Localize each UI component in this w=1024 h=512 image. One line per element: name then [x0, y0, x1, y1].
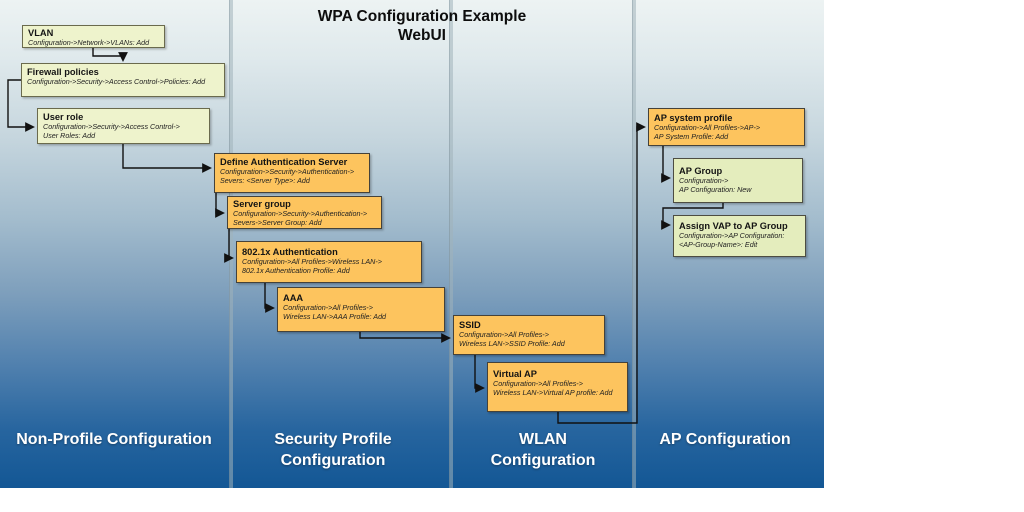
connector-layer	[7, 48, 724, 424]
connector-ssid-virtualap	[474, 355, 485, 393]
connector-firewall-userrole	[7, 79, 35, 132]
node-auth-server-title: Define Authentication Server	[220, 157, 348, 167]
diagram-title-line1: WPA Configuration Example	[317, 8, 527, 25]
node-auth-server-path1: Configuration->Security->Authentication-…	[220, 167, 355, 176]
node-ap-system-path1: Configuration->All Profiles->AP->	[654, 123, 761, 132]
node-server-group-path1: Configuration->Security->Authentication-…	[233, 209, 368, 218]
connector-apgroup-assignvap	[661, 203, 724, 230]
connector-authserver-servergroup	[215, 193, 225, 218]
node-assign-vap-path1: Configuration->AP Configuration:	[679, 231, 785, 240]
connector-aaa-ssid	[359, 332, 451, 343]
node-ap-system-path2: AP System Profile: Add	[654, 131, 729, 141]
node-vlan-path: Configuration->Network->VLANs: Add	[28, 38, 150, 47]
connector-8021x-aaa	[264, 283, 275, 313]
column-label-ap-configuration: AP Configuration	[659, 431, 791, 448]
node-server-group-path2: Severs->Server Group: Add	[233, 217, 322, 227]
node-user-role-path1: Configuration->Security->Access Control-…	[43, 122, 180, 131]
node-virtual-ap-title: Virtual AP	[493, 369, 537, 379]
node-assign-vap-title: Assign VAP to AP Group	[679, 221, 788, 231]
node-ap-group-path1: Configuration->	[679, 176, 729, 185]
node-firewall-title: Firewall policies	[27, 67, 99, 77]
column-label-security-profile-configuration: Security Profile Configuration	[274, 431, 392, 469]
node-ssid-path1: Configuration->All Profiles->	[459, 330, 549, 339]
connector-virtualap-apsystem	[557, 122, 646, 424]
connector-userrole-authserver	[122, 144, 212, 173]
node-8021x-path2: 802.1x Authentication Profile: Add	[242, 265, 350, 275]
node-user-role-title: User role	[43, 112, 84, 122]
node-ap-group-title: AP Group	[679, 166, 723, 176]
node-user-role-path2: User Roles: Add	[43, 130, 96, 140]
node-aaa-path1: Configuration->All Profiles->	[283, 303, 373, 312]
connector-vlan-firewall	[92, 48, 128, 62]
node-virtual-ap: Virtual AP Configuration->All Profiles->…	[487, 362, 628, 412]
diagram-title-line2: WebUI	[398, 27, 446, 44]
node-ap-system-profile: AP system profile Configuration->All Pro…	[648, 108, 805, 146]
connector-apsystem-apgroup	[661, 146, 671, 183]
node-assign-vap-path2: <AP-Group-Name>: Edit	[679, 239, 758, 249]
node-ssid-title: SSID	[459, 320, 481, 330]
node-vlan: VLAN Configuration->Network->VLANs: Add	[22, 25, 165, 48]
connector-servergroup-8021x	[224, 229, 234, 263]
node-aaa-path2: Wireless LAN->AAA Profile: Add	[283, 311, 387, 321]
node-virtual-ap-path1: Configuration->All Profiles->	[493, 379, 583, 388]
node-8021x-path1: Configuration->All Profiles->Wireless LA…	[242, 257, 382, 266]
column-label-wlan-configuration: WLAN Configuration	[490, 431, 596, 469]
diagram-canvas: WPA Configuration Example WebUI VLAN Con…	[0, 0, 824, 488]
node-aaa-title: AAA	[283, 293, 304, 303]
node-auth-server: Define Authentication Server Configurati…	[214, 153, 370, 193]
node-assign-vap-to-ap-group: Assign VAP to AP Group Configuration->AP…	[673, 215, 806, 257]
node-ssid-path2: Wireless LAN->SSID Profile: Add	[459, 338, 565, 348]
column-divider-3	[632, 0, 636, 488]
node-auth-server-path2: Severs: <Server Type>: Add	[220, 175, 310, 185]
node-8021x-authentication: 802.1x Authentication Configuration->All…	[236, 241, 422, 283]
node-ap-system-title: AP system profile	[654, 113, 733, 123]
column-label-non-profile-configuration: Non-Profile Configuration	[16, 431, 212, 448]
node-aaa: AAA Configuration->All Profiles-> Wirele…	[277, 287, 445, 332]
node-firewall-path: Configuration->Security->Access Control-…	[27, 77, 206, 86]
node-ap-group: AP Group Configuration-> AP Configuratio…	[673, 158, 803, 203]
node-ap-group-path2: AP Configuration: New	[679, 184, 752, 194]
node-vlan-title: VLAN	[28, 28, 54, 38]
node-user-role: User role Configuration->Security->Acces…	[37, 108, 210, 144]
node-8021x-title: 802.1x Authentication	[242, 247, 338, 257]
diagram-title: WPA Configuration Example WebUI	[222, 7, 622, 45]
node-virtual-ap-path2: Wireless LAN->Virtual AP profile: Add	[493, 387, 613, 397]
column-divider-2	[449, 0, 453, 488]
node-ssid: SSID Configuration->All Profiles-> Wirel…	[453, 315, 605, 355]
node-server-group: Server group Configuration->Security->Au…	[227, 196, 382, 229]
node-firewall-policies: Firewall policies Configuration->Securit…	[21, 63, 225, 97]
node-server-group-title: Server group	[233, 199, 291, 209]
